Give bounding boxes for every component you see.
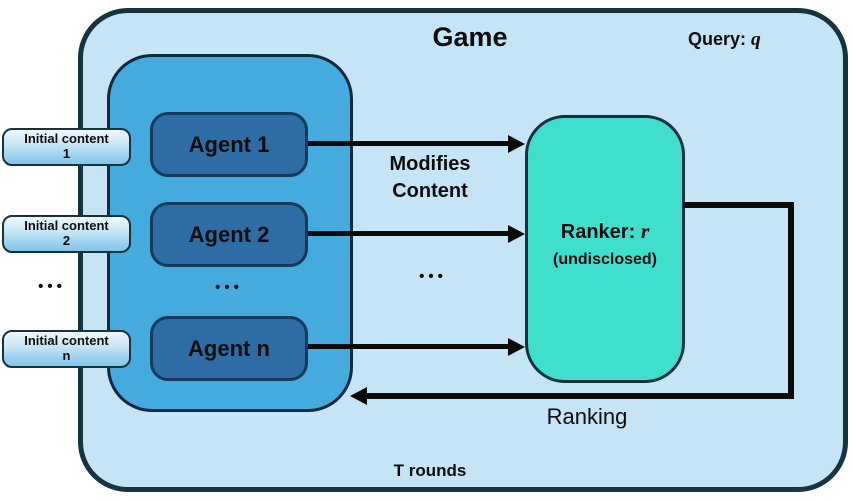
agent-n-arrow-line <box>308 344 510 349</box>
ranker-label: Ranker: r (undisclosed) <box>528 217 682 271</box>
modifies-line1: Modifies <box>389 153 471 175</box>
agent-n-box: Agent n <box>150 316 308 381</box>
agent-1-arrowhead-icon <box>508 135 525 153</box>
initial-content-1-box: Initial content 1 <box>2 128 131 166</box>
feedback-top-line <box>683 202 794 208</box>
initial-contents-ellipsis: ••• <box>38 278 66 295</box>
initial-content-n-box: Initial content n <box>2 330 131 368</box>
modifies-content-label: Modifies Content <box>365 151 495 205</box>
initial-content-n-line2: n <box>62 348 71 363</box>
agents-ellipsis: ••• <box>215 279 243 296</box>
ranking-label: Ranking <box>546 404 628 429</box>
ranker-symbol: r <box>640 219 650 243</box>
agent-1-box: Agent 1 <box>150 112 308 177</box>
ranker-box: Ranker: r (undisclosed) <box>525 115 685 383</box>
query-text: Query: <box>688 29 747 49</box>
ranker-sublabel: (undisclosed) <box>552 251 657 269</box>
initial-content-2-line1: Initial content <box>24 218 109 234</box>
agent-2-arrow-line <box>308 231 510 236</box>
agent-2-arrowhead-icon <box>508 225 525 243</box>
agent-2-label: Agent 2 <box>188 221 270 247</box>
modifies-line2: Content <box>392 180 468 202</box>
initial-content-2-line2: 2 <box>62 233 71 248</box>
initial-content-n-line1: Initial content <box>24 333 109 349</box>
flow-ellipsis: ••• <box>419 268 447 285</box>
game-title: Game <box>432 22 508 52</box>
agent-2-box: Agent 2 <box>150 202 308 267</box>
initial-content-1-line2: 1 <box>62 146 71 161</box>
query-label: Query: q <box>688 29 808 51</box>
initial-content-2-box: Initial content 2 <box>2 215 131 253</box>
ranker-text: Ranker: <box>560 221 636 243</box>
agent-1-label: Agent 1 <box>188 131 270 157</box>
feedback-right-line <box>788 202 794 399</box>
agent-1-arrow-line <box>308 141 510 146</box>
initial-content-1-line1: Initial content <box>24 131 109 147</box>
feedback-bottom-line <box>366 393 794 399</box>
agent-n-arrowhead-icon <box>508 338 525 356</box>
agent-n-label: Agent n <box>188 335 270 361</box>
rounds-label: T rounds <box>393 461 467 480</box>
feedback-arrowhead-icon <box>350 387 367 405</box>
query-symbol: q <box>751 29 761 50</box>
